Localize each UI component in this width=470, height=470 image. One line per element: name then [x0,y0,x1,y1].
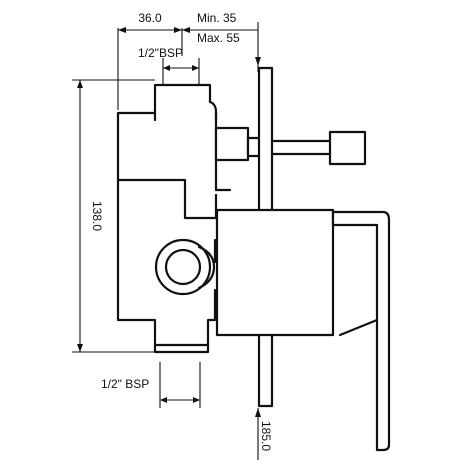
dim-max-label: Max. 55 [197,31,240,45]
dimension-plate-185: 185.0 [255,408,273,460]
dim-min-label: Min. 35 [197,11,237,25]
lever-handle [215,208,391,452]
dimension-depth: Min. 35 Max. 55 [182,11,261,72]
dimension-width-36: 36.0 [117,11,183,110]
dim-top-port-label: 1/2"BSP [138,46,183,60]
dim-top-width-label: 36.0 [138,11,162,25]
diverter-port [154,238,216,296]
upper-body [116,111,218,220]
dimension-top-port: 1/2"BSP [138,46,200,84]
valve-body [116,83,232,354]
top-inlet [153,83,218,122]
bottom-outlet [153,343,210,354]
lower-body [116,178,217,347]
diverter-spindle [214,126,367,166]
dimension-bottom-port: 1/2" BSP [101,362,201,408]
dimension-height-138: 138.0 [72,79,155,353]
dim-bottom-port-label: 1/2" BSP [101,377,149,391]
dim-plate-label: 185.0 [259,421,273,451]
dim-height-label: 138.0 [90,201,104,231]
